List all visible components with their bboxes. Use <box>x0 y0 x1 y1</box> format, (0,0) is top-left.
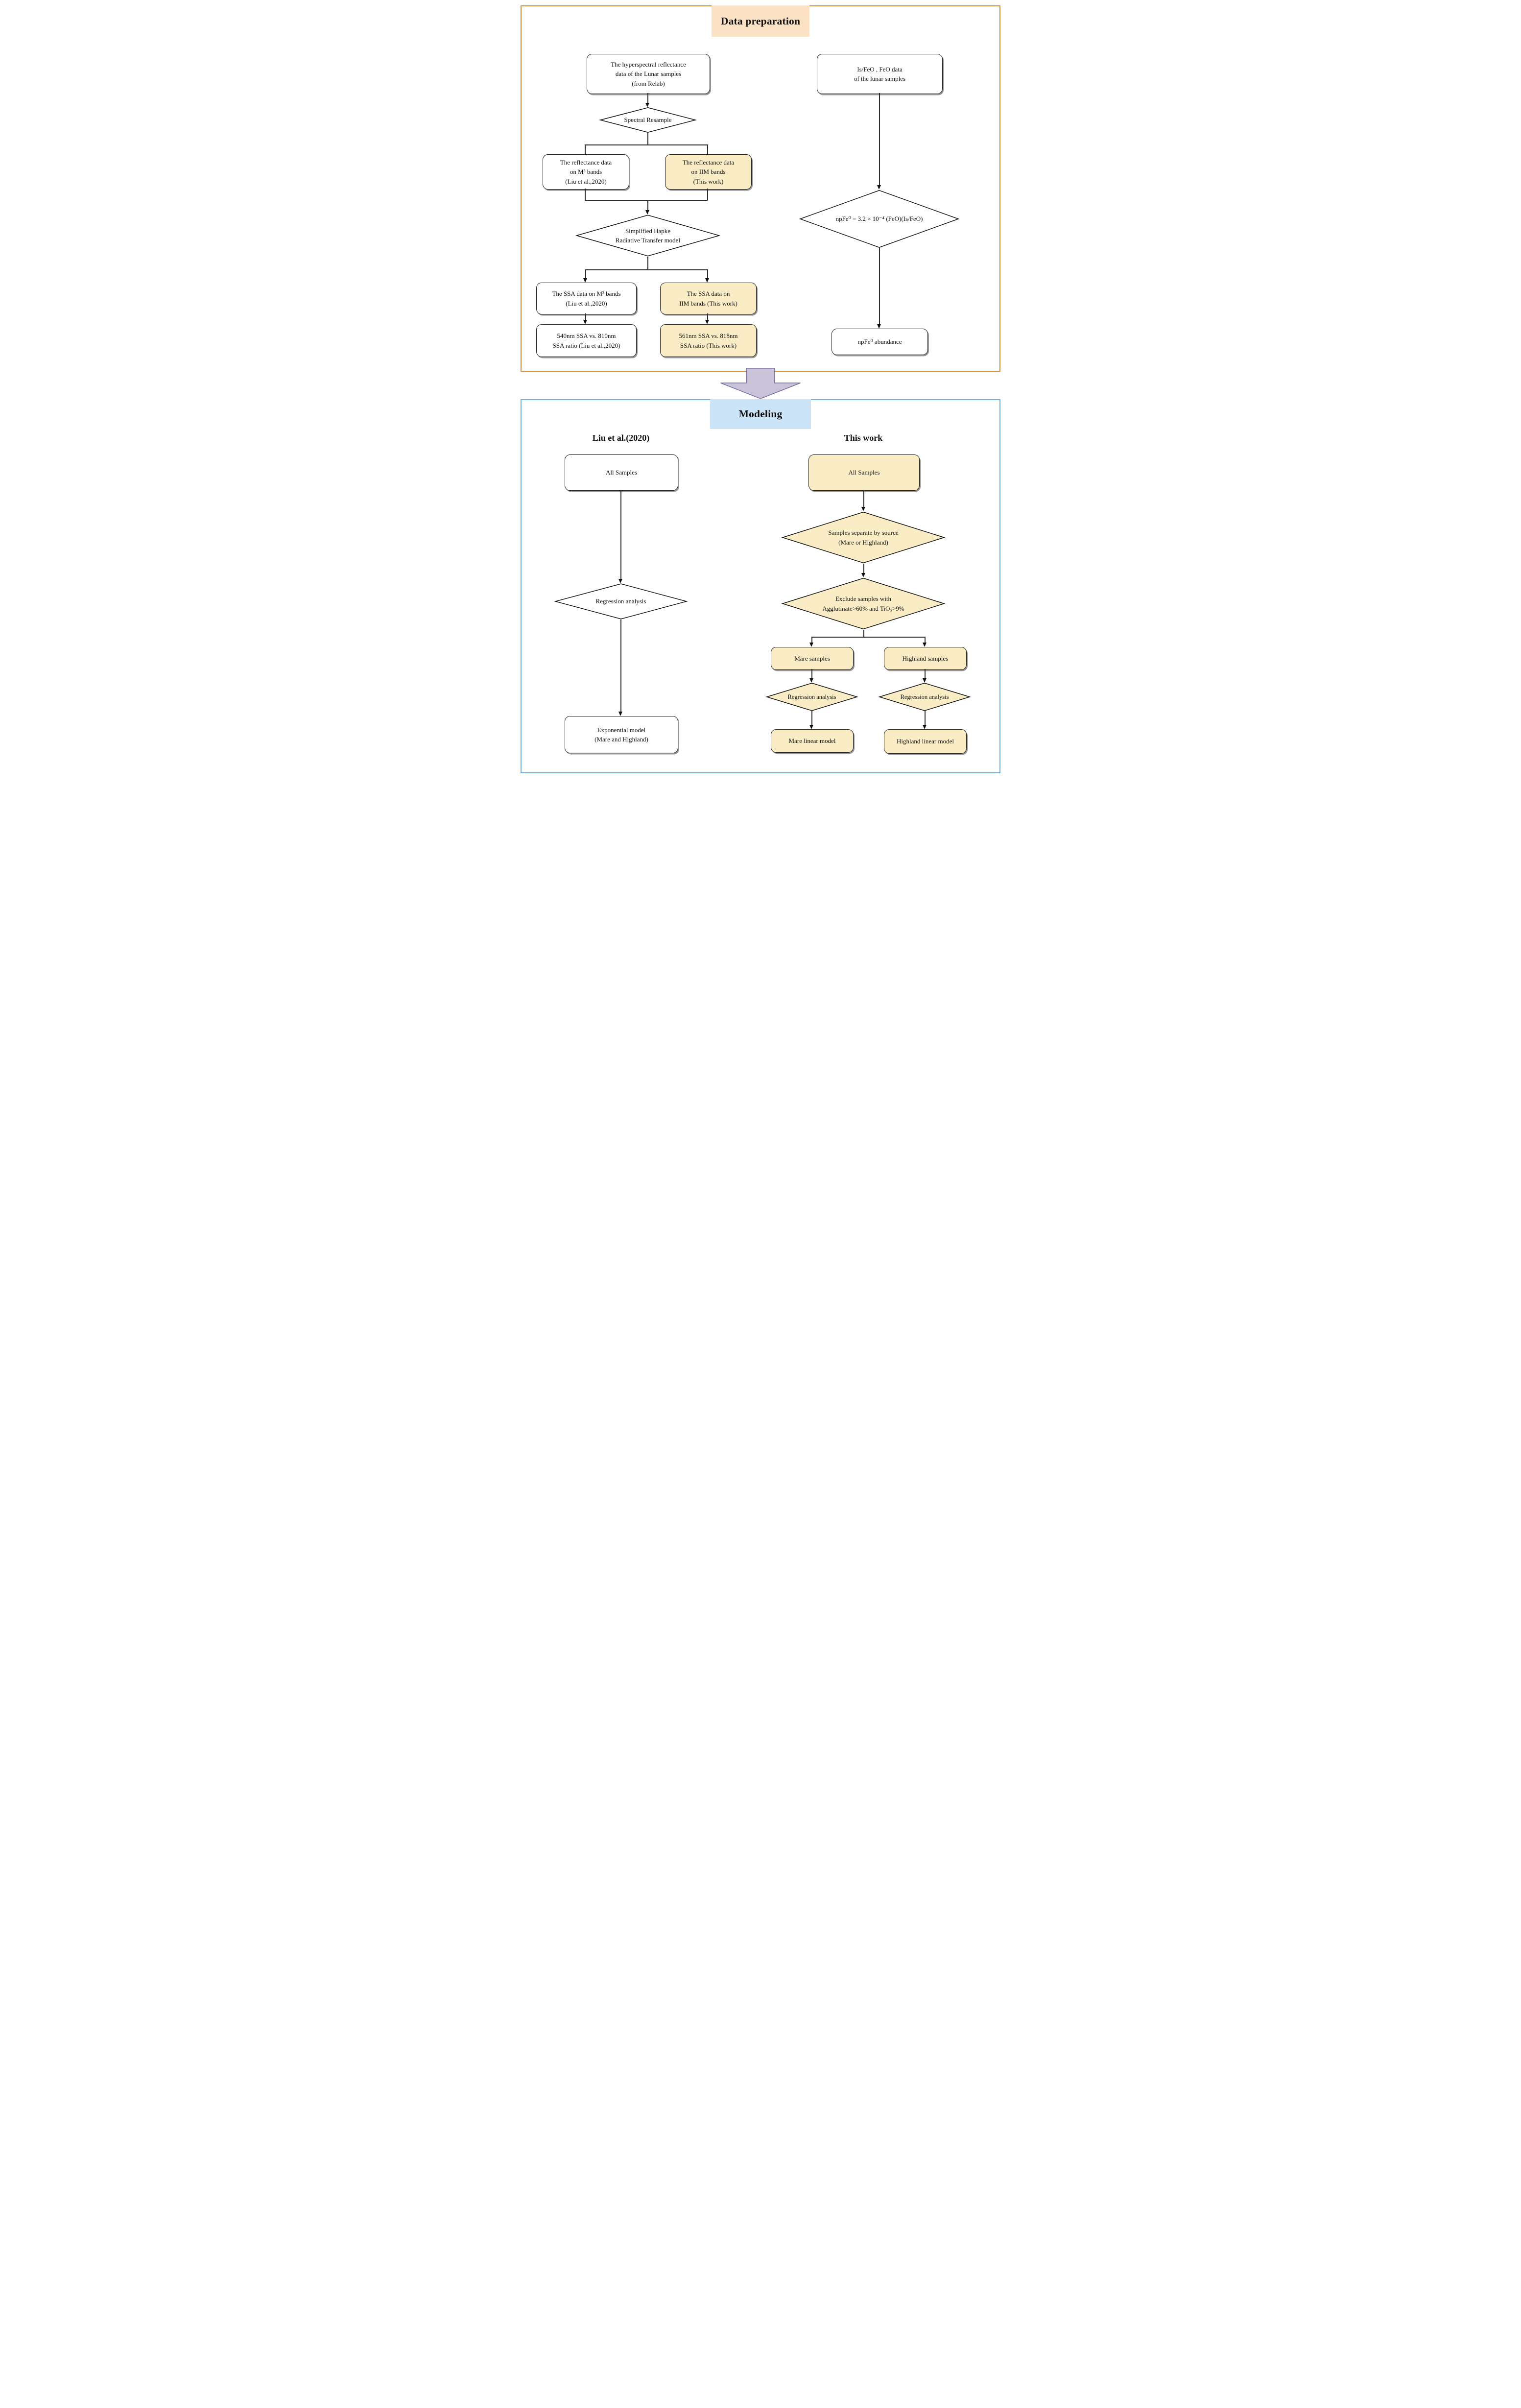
liu-all-samples-box: All Samples <box>565 454 678 491</box>
npfe-formula-diamond: npFe⁰ = 3.2 × 10⁻⁴ (FeO)(Is/FeO) <box>798 190 961 248</box>
highland-samples-box: Highland samples <box>884 647 967 670</box>
thiswork-all-samples-box: All Samples <box>808 454 920 491</box>
connector <box>585 269 586 280</box>
connector <box>585 189 586 200</box>
exclude-samples-diamond: Exclude samples with Agglutinate>60% and… <box>780 577 947 630</box>
connector <box>707 189 708 200</box>
iim-ratio-box: 561nm SSA vs. 818nm SSA ratio (This work… <box>660 324 757 357</box>
highland-linear-model-box: Highland linear model <box>884 729 967 754</box>
hapke-model-diamond: Simplified Hapke Radiative Transfer mode… <box>574 215 721 257</box>
arrowhead-icon <box>861 507 865 511</box>
connector <box>585 200 708 201</box>
connector <box>879 93 880 187</box>
arrowhead-icon <box>618 579 622 583</box>
connector <box>811 637 925 638</box>
arrowhead-icon <box>877 185 881 190</box>
arrowhead-icon <box>705 278 709 283</box>
arrowhead-icon <box>583 320 587 324</box>
diamond-label: Simplified Hapke Radiative Transfer mode… <box>615 227 681 244</box>
m3-reflectance-box: The reflectance data on M³ bands (Liu et… <box>543 154 629 190</box>
connector <box>647 93 648 104</box>
arrowhead-icon <box>645 103 649 107</box>
connector <box>647 200 648 212</box>
section-transition-arrow-icon <box>720 368 801 399</box>
hyperspectral-reflectance-box: The hyperspectral reflectance data of th… <box>587 54 710 94</box>
connector <box>811 669 812 679</box>
liu-regression-diamond: Regression analysis <box>553 583 689 620</box>
this-work-column-heading: This work <box>844 433 883 443</box>
connector <box>647 257 648 269</box>
arrowhead-icon <box>923 725 927 729</box>
m3-ratio-box: 540nm SSA vs. 810nm SSA ratio (Liu et al… <box>536 324 637 357</box>
diamond-label: Exclude samples with Agglutinate>60% and… <box>822 595 904 612</box>
connector <box>925 637 926 644</box>
connector <box>863 630 864 637</box>
connector <box>620 620 621 713</box>
connector <box>811 711 812 725</box>
diamond-label: Samples separate by source (Mare or High… <box>828 529 899 546</box>
diamond-label: Regression analysis <box>787 693 836 700</box>
diamond-label: npFe⁰ = 3.2 × 10⁻⁴ (FeO)(Is/FeO) <box>835 215 923 223</box>
data-preparation-title: Data preparation <box>712 5 809 37</box>
npfe-abundance-box: npFe⁰ abundance <box>832 329 928 355</box>
connector <box>863 564 864 574</box>
iim-ssa-box: The SSA data on IIM bands (This work) <box>660 283 757 314</box>
mare-regression-diamond: Regression analysis <box>765 683 858 711</box>
separate-by-source-diamond: Samples separate by source (Mare or High… <box>780 511 947 564</box>
diamond-label: Regression analysis <box>900 693 949 700</box>
diamond-shape-icon <box>574 215 721 257</box>
m3-ssa-box: The SSA data on M³ bands (Liu et al.,202… <box>536 283 637 314</box>
connector <box>925 711 926 725</box>
arrowhead-icon <box>583 278 587 283</box>
liu-column-heading: Liu et al.(2020) <box>592 433 650 443</box>
spectral-resample-diamond: Spectral Resample <box>599 107 697 133</box>
arrowhead-icon <box>809 725 813 729</box>
diamond-shape-icon <box>599 107 697 133</box>
arrowhead-icon <box>877 324 881 329</box>
connector <box>863 490 864 508</box>
diamond-label: Spectral Resample <box>624 116 672 124</box>
highland-regression-diamond: Regression analysis <box>878 683 971 711</box>
diamond-label: Regression analysis <box>595 597 646 605</box>
connector <box>707 144 708 154</box>
connector <box>585 144 586 154</box>
flowchart-figure: Data preparation Modeling The hyperspect… <box>516 0 1005 775</box>
mare-samples-box: Mare samples <box>771 647 854 670</box>
arrowhead-icon <box>705 320 709 324</box>
diamond-shape-icon <box>878 683 971 711</box>
connector <box>585 313 586 321</box>
connector <box>811 637 812 644</box>
connector <box>925 669 926 679</box>
connector <box>879 248 880 326</box>
arrowhead-icon <box>923 678 927 683</box>
connector <box>707 269 708 280</box>
arrowhead-icon <box>923 643 927 647</box>
arrowhead-icon <box>861 573 865 577</box>
modeling-title: Modeling <box>710 399 811 429</box>
isfeo-data-box: Is/FeO , FeO data of the lunar samples <box>817 54 943 94</box>
diamond-shape-icon <box>780 577 947 630</box>
connector <box>585 269 708 270</box>
connector <box>585 144 708 145</box>
connector <box>620 490 621 580</box>
connector <box>707 313 708 321</box>
diamond-shape-icon <box>765 683 858 711</box>
arrowhead-icon <box>645 210 649 215</box>
mare-linear-model-box: Mare linear model <box>771 729 854 753</box>
diamond-shape-icon <box>780 511 947 564</box>
diamond-shape-icon <box>798 190 961 248</box>
diamond-shape-icon <box>553 583 689 620</box>
arrowhead-icon <box>809 678 813 683</box>
arrowhead-icon <box>809 643 813 647</box>
connector <box>647 133 648 144</box>
exponential-model-box: Exponential model (Mare and Highland) <box>565 716 678 753</box>
arrowhead-icon <box>618 712 622 716</box>
iim-reflectance-box: The reflectance data on IIM bands (This … <box>665 154 752 190</box>
